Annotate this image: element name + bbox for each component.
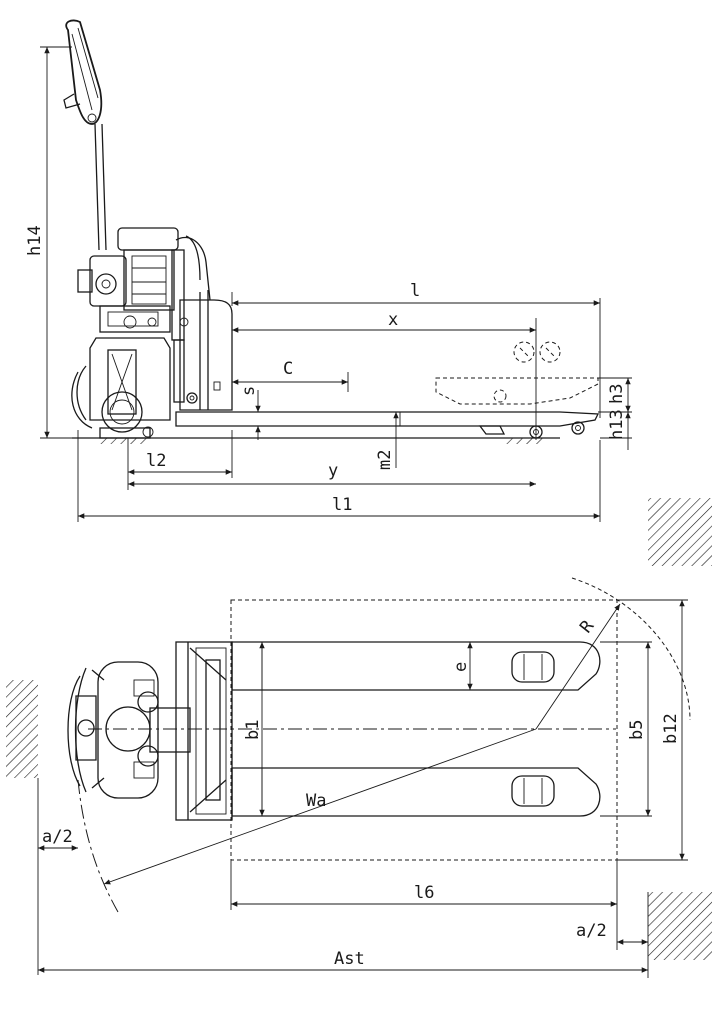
label-x: x — [388, 310, 398, 330]
label-h3: h3 — [607, 384, 627, 404]
label-ast: Ast — [334, 949, 365, 969]
label-a-half-right: a/2 — [576, 921, 607, 941]
label-s: s — [239, 386, 259, 396]
drive-wheel — [71, 337, 171, 439]
wall-hatch-right-bottom — [648, 892, 712, 960]
pallet-outline — [230, 599, 618, 861]
label-h13: h13 — [607, 409, 627, 440]
label-wa: Wa — [306, 791, 326, 811]
wall-hatch-right-top — [648, 498, 712, 566]
label-m2: m2 — [375, 450, 395, 470]
chassis — [173, 290, 233, 411]
top-dimensions — [37, 599, 688, 978]
label-l: l — [410, 281, 420, 301]
tiller-arc — [77, 779, 119, 913]
fork-left — [231, 641, 601, 691]
tiller-handle — [63, 19, 107, 251]
label-h14: h14 — [25, 225, 45, 256]
ground-line — [72, 437, 560, 444]
label-y: y — [328, 461, 338, 481]
fork-raised-outline — [435, 341, 599, 405]
fork-right — [231, 767, 601, 817]
label-l1: l1 — [332, 495, 352, 515]
label-r: R — [576, 616, 599, 637]
side-view: h14 l x C s h3 h13 m2 l2 y l1 — [25, 19, 632, 522]
label-b1: b1 — [243, 720, 263, 740]
fork-lowered — [175, 411, 600, 439]
top-view: R e b1 b5 b12 Wa a/2 l6 a/2 Ast — [37, 577, 691, 978]
side-dimensions — [40, 46, 632, 522]
chassis-top — [175, 641, 233, 821]
label-c: C — [283, 359, 293, 379]
label-b5: b5 — [627, 720, 647, 740]
drive-unit — [77, 227, 211, 341]
label-a-half-left: a/2 — [42, 827, 73, 847]
label-e: e — [451, 662, 471, 672]
wall-hatch-left — [6, 680, 38, 778]
label-l2: l2 — [146, 451, 166, 471]
drive-unit-top — [67, 661, 191, 799]
label-b12: b12 — [661, 713, 681, 744]
label-l6: l6 — [414, 883, 434, 903]
